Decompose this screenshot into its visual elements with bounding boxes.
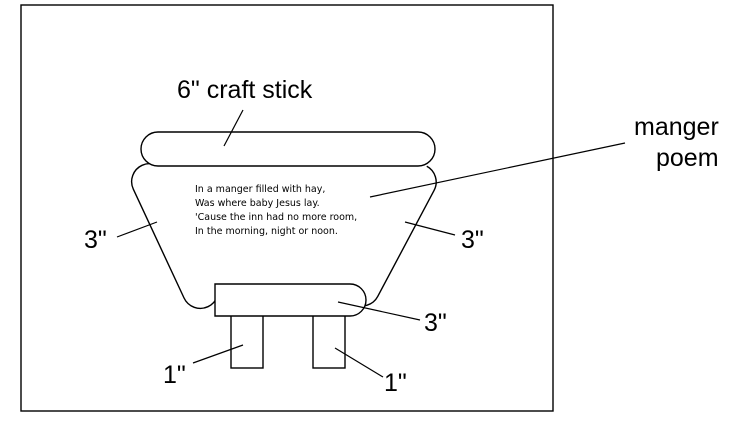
top-stick-leader xyxy=(223,109,244,147)
bottom-craft-stick xyxy=(214,283,367,317)
bottom-stick-label: 3" xyxy=(424,309,447,337)
poem-line: 'Cause the inn had no more room, xyxy=(195,212,357,223)
poem-leader xyxy=(369,142,626,198)
poem-callout-label: manger xyxy=(634,113,719,141)
left-stick-label: 3" xyxy=(84,226,107,254)
left-leg-leader xyxy=(192,344,244,364)
right-stick-leader xyxy=(404,221,456,236)
manger-body xyxy=(156,164,428,288)
right-leg-stick xyxy=(312,311,346,369)
top-craft-stick xyxy=(140,131,436,167)
poem-line: Was where baby Jesus lay. xyxy=(195,198,320,209)
bottom-stick-leader xyxy=(337,301,421,321)
right-stick-label: 3" xyxy=(461,226,484,254)
poem-callout-label: poem xyxy=(656,144,719,172)
left-stick-leader xyxy=(116,221,158,238)
leader-lines xyxy=(116,109,626,378)
left-leg-label: 1" xyxy=(163,361,186,389)
top-stick-label: 6" craft stick xyxy=(177,76,313,104)
poem-line: In a manger filled with hay, xyxy=(195,184,325,195)
right-leg-label: 1" xyxy=(384,369,407,397)
left-leg-stick xyxy=(230,311,264,369)
right-leg-leader xyxy=(334,347,384,378)
poem-line: In the morning, night or noon. xyxy=(195,226,338,237)
